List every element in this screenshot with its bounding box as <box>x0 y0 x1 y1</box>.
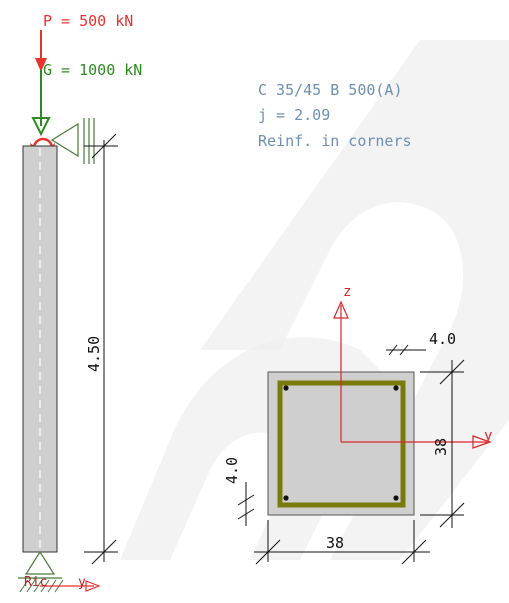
section-corner-bars <box>283 385 399 501</box>
material-line-3: Reinf. in corners <box>258 132 412 150</box>
cover-top-label: 4.0 <box>429 330 456 348</box>
section-axis-y <box>341 435 492 449</box>
section-height-label: 38 <box>432 438 450 456</box>
column-height-dimension <box>84 133 118 565</box>
column-height-label: 4.50 <box>85 336 103 372</box>
load-p-arrow <box>35 30 47 72</box>
section-axis-z-label: z <box>343 284 351 300</box>
load-g-label: G = 1000 kN <box>43 61 142 79</box>
cover-left-dimension <box>237 482 255 526</box>
load-p-label: P = 500 kN <box>43 12 133 30</box>
material-line-2: j = 2.09 <box>258 106 330 124</box>
section-height-dimension <box>420 359 465 528</box>
section-width-dimension <box>254 520 430 565</box>
material-line-1: C 35/45 B 500(A) <box>258 81 403 99</box>
support-label: Ric <box>24 575 47 590</box>
top-support-icon <box>50 118 95 164</box>
cover-left-label: 4.0 <box>223 457 241 484</box>
cover-top-dimension <box>386 344 426 356</box>
support-axis-y-label: y <box>78 575 86 590</box>
section-axis-y-label: y <box>484 428 492 444</box>
bottom-support-icon <box>18 550 101 593</box>
section-width-label: 38 <box>326 534 344 552</box>
load-g-arrow <box>31 70 51 137</box>
section-axis-z <box>333 300 349 442</box>
